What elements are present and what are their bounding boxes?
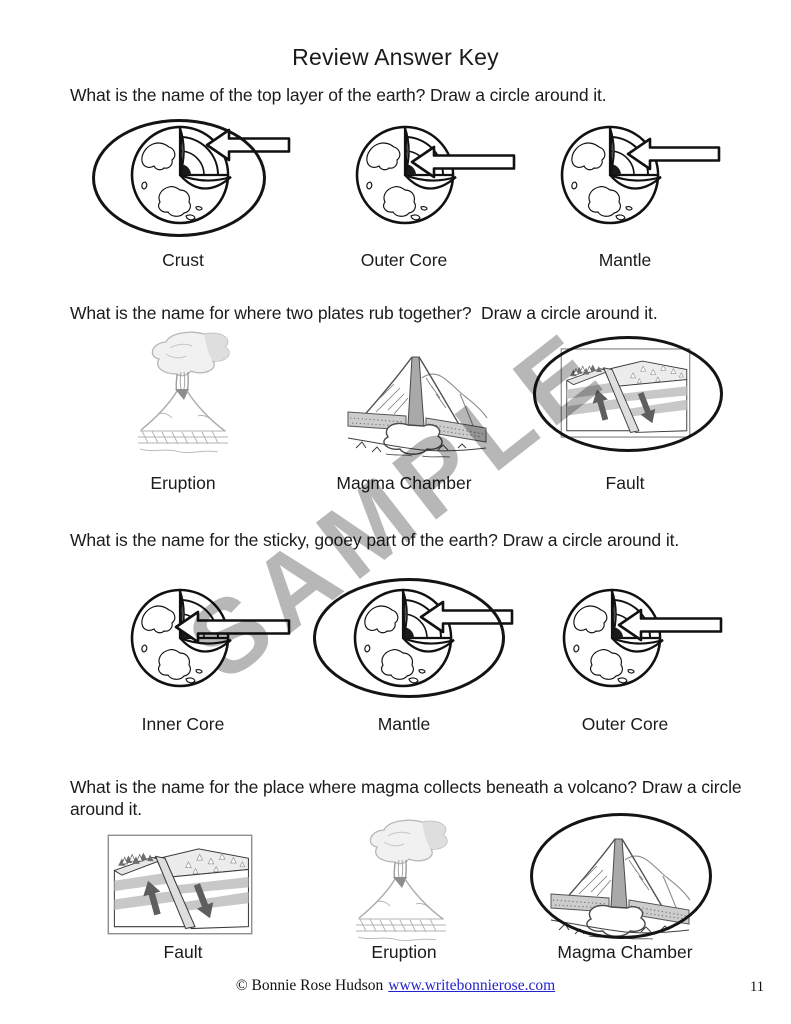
answer-circle (92, 119, 266, 237)
copyright-text: © Bonnie Rose Hudson (235, 977, 384, 994)
earth-cutaway-outer-core-figure (555, 582, 725, 694)
option-cell: Magma Chamber (294, 328, 514, 504)
option-cell: Fault (515, 328, 735, 504)
volcano-eruption-svg (138, 331, 230, 453)
option-label: Magma Chamber (336, 473, 472, 493)
option-cell: Outer Core (294, 113, 516, 289)
option-label: Mantle (598, 250, 652, 270)
answer-circle (533, 336, 723, 452)
answer-circle (530, 813, 712, 939)
option-label: Mantle (377, 714, 431, 734)
page-title: Review Answer Key (292, 44, 499, 70)
magma-chamber-svg (347, 356, 488, 458)
earth-cutaway-mantle-svg (560, 125, 721, 225)
option-cell: Eruption (73, 328, 293, 504)
volcano-eruption-svg (356, 819, 448, 941)
question-text: What is the name for where two plates ru… (70, 303, 658, 323)
fault-block-svg (107, 834, 253, 935)
question-text: What is the name for the place where mag… (70, 777, 747, 819)
earth-cutaway-outer-core-figure (348, 119, 518, 231)
option-label: Eruption (150, 473, 216, 493)
option-label: Outer Core (581, 714, 669, 734)
volcano-eruption-figure (346, 816, 456, 946)
option-label: Eruption (371, 942, 437, 962)
option-cell: Fault (73, 816, 293, 992)
option-cell: Mantle (515, 113, 735, 289)
question-text: What is the name of the top layer of the… (70, 85, 607, 105)
earth-cutaway-mantle-figure (553, 119, 723, 231)
question-text: What is the name for the sticky, gooey p… (70, 530, 680, 550)
answer-circle (313, 578, 505, 698)
option-label: Inner Core (141, 714, 225, 734)
option-cell: Eruption (294, 816, 514, 992)
volcano-eruption-figure (128, 328, 238, 458)
option-label: Magma Chamber (557, 942, 693, 962)
option-cell: Crust (73, 113, 293, 289)
fault-block-figure (105, 832, 255, 937)
option-cell: Outer Core (515, 562, 735, 738)
magma-chamber-figure (342, 350, 492, 462)
footer-link[interactable]: www.writebonnierose.com (388, 977, 556, 994)
option-cell: Mantle (294, 562, 514, 738)
option-cell: Inner Core (73, 562, 293, 738)
option-label: Fault (605, 473, 645, 493)
earth-cutaway-outer-core-svg (355, 125, 516, 225)
option-label: Fault (163, 942, 203, 962)
earth-cutaway-inner-core-figure (123, 582, 293, 694)
page-number: 11 (750, 979, 764, 995)
option-label: Outer Core (360, 250, 448, 270)
earth-cutaway-inner-core-svg (130, 588, 291, 688)
option-cell: Magma Chamber (515, 813, 735, 992)
option-label: Crust (162, 250, 204, 270)
earth-cutaway-outer-core-svg (562, 588, 723, 688)
